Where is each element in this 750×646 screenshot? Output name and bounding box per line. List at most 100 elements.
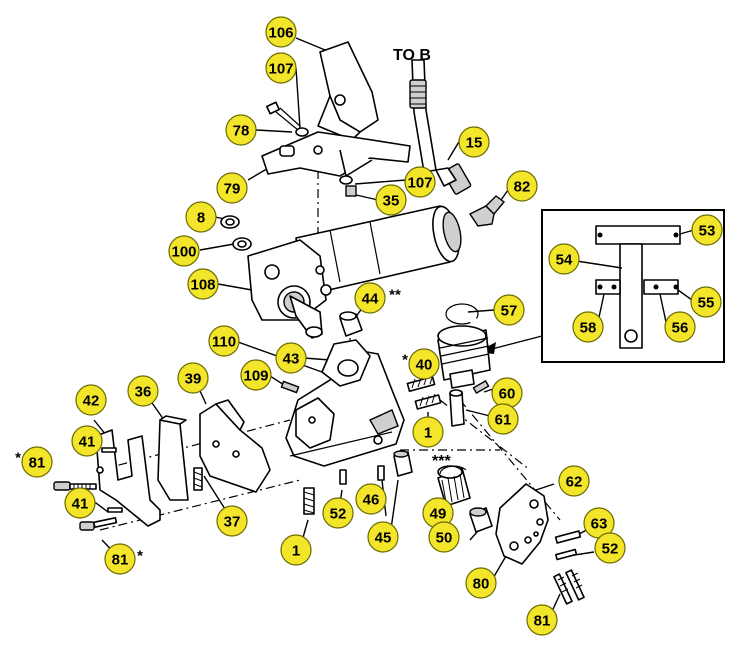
callout-80: 80	[465, 567, 497, 599]
callout-number: 107	[407, 175, 432, 192]
callout-49: 49	[422, 497, 454, 529]
callout-number: 53	[699, 223, 716, 240]
part-42-bracket	[95, 429, 161, 527]
callout-41: 41	[64, 487, 96, 519]
callout-bubble	[404, 166, 436, 198]
part-62-80-end-cap	[495, 483, 549, 565]
part-37-spring	[193, 467, 203, 491]
part-52-pin-left	[339, 469, 347, 485]
callout-number: 57	[501, 303, 518, 320]
callout-bubble	[355, 483, 387, 515]
callout-number: 78	[233, 123, 250, 140]
callout-bubble	[64, 487, 96, 519]
callout-81: 81	[526, 604, 558, 636]
callout-bubble	[280, 534, 312, 566]
callout-number: 43	[283, 351, 300, 368]
callout-number: 106	[268, 25, 293, 42]
callout-number: 15	[466, 135, 483, 152]
part-81-screws-right	[553, 569, 585, 605]
part-36-plate	[157, 415, 189, 501]
callout-35: 35	[375, 184, 407, 216]
callout-number: 81	[112, 552, 129, 569]
part-78-bolt	[265, 101, 301, 131]
callout-bubble	[428, 521, 460, 553]
callout-prefix: *	[15, 450, 21, 467]
callout-bubble	[664, 311, 696, 343]
callout-106: 106	[265, 16, 297, 48]
callout-suffix: *	[137, 548, 143, 565]
callout-bubble	[408, 348, 440, 380]
callout-62: 62	[558, 465, 590, 497]
callout-bubble	[275, 342, 307, 374]
callout-bubble	[526, 604, 558, 636]
callout-52: 52	[322, 497, 354, 529]
detail-part-53	[595, 225, 681, 245]
callout-bubble	[187, 268, 219, 300]
callout-number: 100	[171, 244, 196, 261]
detail-part-58	[595, 279, 621, 295]
part-46-pin	[377, 465, 385, 481]
rotation-arrow-icon	[439, 465, 467, 475]
callout-56: 56	[664, 311, 696, 343]
callout-55: 55	[690, 286, 722, 318]
part-piston	[437, 325, 491, 389]
callout-number: 50	[436, 530, 453, 547]
part-79-clamp-plate	[261, 131, 411, 177]
part-107-washer-lower	[339, 175, 353, 185]
callout-bubble	[216, 172, 248, 204]
callout-50: 50	[428, 521, 460, 553]
callout-53: 53	[691, 214, 723, 246]
callout-bubble	[458, 126, 490, 158]
to-b-label: TO B	[393, 47, 431, 64]
callout-number: 8	[197, 210, 205, 227]
callout-number: 109	[243, 368, 268, 385]
callout-79: 79	[216, 172, 248, 204]
detail-pointer-arrow	[487, 335, 543, 351]
callout-number: 60	[499, 386, 516, 403]
callout-78: 78	[225, 114, 257, 146]
part-41-pin-lower	[107, 507, 123, 513]
callout-58: 58	[572, 311, 604, 343]
callout-number: 35	[383, 193, 400, 210]
callout-number: 81	[29, 455, 46, 472]
callout-bubble	[208, 325, 240, 357]
callout-number: 1	[292, 543, 300, 560]
callout-45: 45	[367, 521, 399, 553]
callout-bubble	[322, 497, 354, 529]
callout-39: 39	[177, 362, 209, 394]
callout-bubble	[75, 384, 107, 416]
callout-36: 36	[127, 375, 159, 407]
callout-bubble	[104, 543, 136, 575]
part-110-43-clamp-body	[285, 339, 405, 467]
callout-bubble	[594, 532, 626, 564]
callout-57: 57	[493, 294, 525, 326]
callout-109: 109	[240, 359, 272, 391]
callout-41: 41	[71, 425, 103, 457]
callout-number: 108	[190, 277, 215, 294]
callout-bubble	[375, 184, 407, 216]
part-63-pin	[554, 530, 582, 544]
rotation-mark-label: ***	[432, 453, 451, 470]
callout-44: 44**	[354, 282, 401, 314]
callout-40: 40*	[402, 348, 440, 380]
callout-bubble	[168, 235, 200, 267]
callout-1: 1	[412, 416, 444, 448]
callout-42: 42	[75, 384, 107, 416]
callout-suffix: **	[389, 287, 401, 304]
callout-number: 41	[72, 496, 89, 513]
part-1-spring-upper	[414, 393, 442, 410]
part-1-spring-lower	[303, 487, 315, 515]
callout-43: 43	[275, 342, 307, 374]
callout-bubble	[506, 170, 538, 202]
callout-bubble	[127, 375, 159, 407]
callout-number: 79	[224, 181, 241, 198]
callout-number: 45	[375, 530, 392, 547]
callout-bubble	[265, 16, 297, 48]
callout-bubble	[487, 403, 519, 435]
callout-number: 61	[495, 412, 512, 429]
callout-number: 110	[212, 334, 236, 351]
callout-bubble	[691, 214, 723, 246]
callout-52: 52	[594, 532, 626, 564]
callout-107: 107	[265, 52, 297, 84]
callout-number: 52	[602, 541, 619, 558]
